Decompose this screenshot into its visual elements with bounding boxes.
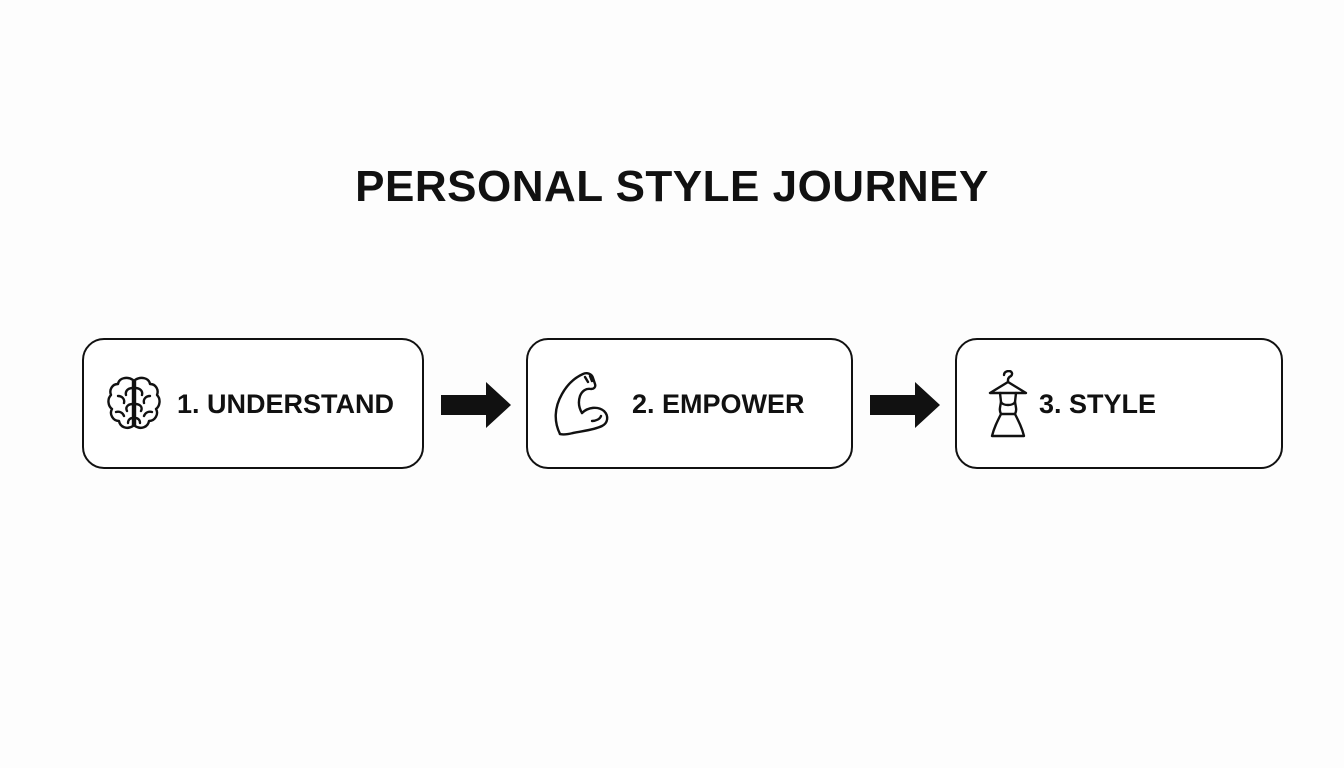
dress-on-hanger-icon xyxy=(988,370,1028,438)
flexed-bicep-icon xyxy=(554,372,609,436)
diagram-title: PERSONAL STYLE JOURNEY xyxy=(355,162,989,211)
right-arrow-icon xyxy=(441,382,511,428)
step-label: 3. STYLE xyxy=(1039,388,1157,419)
step-label: 2. EMPOWER xyxy=(632,388,805,419)
step-label: 1. UNDERSTAND xyxy=(177,388,395,419)
step-empower: 2. EMPOWER xyxy=(526,338,853,469)
right-arrow-icon xyxy=(870,382,940,428)
step-style: 3. STYLE xyxy=(955,338,1283,469)
brain-icon xyxy=(107,376,161,429)
step-understand: 1. UNDERSTAND xyxy=(82,338,424,469)
